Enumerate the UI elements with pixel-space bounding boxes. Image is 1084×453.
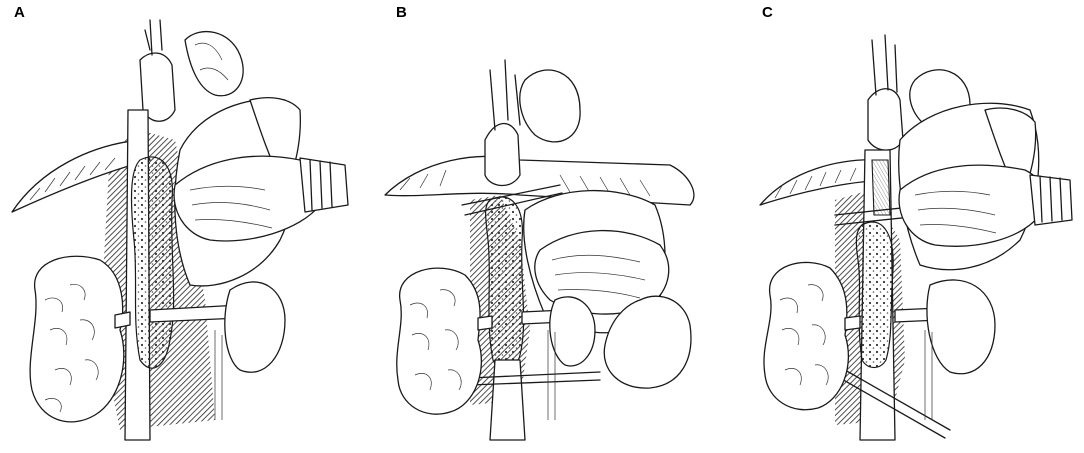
panel-c-drawing	[759, 34, 1073, 441]
panel-b: B	[361, 0, 722, 453]
panel-label-a: A	[14, 4, 25, 21]
panel-a-drawing	[11, 19, 349, 441]
panel-label-c: C	[762, 4, 773, 21]
panel-b-drawing	[384, 59, 695, 441]
panel-label-b: B	[396, 4, 407, 21]
panel-c: C	[722, 0, 1084, 453]
panel-a: A	[0, 0, 361, 453]
